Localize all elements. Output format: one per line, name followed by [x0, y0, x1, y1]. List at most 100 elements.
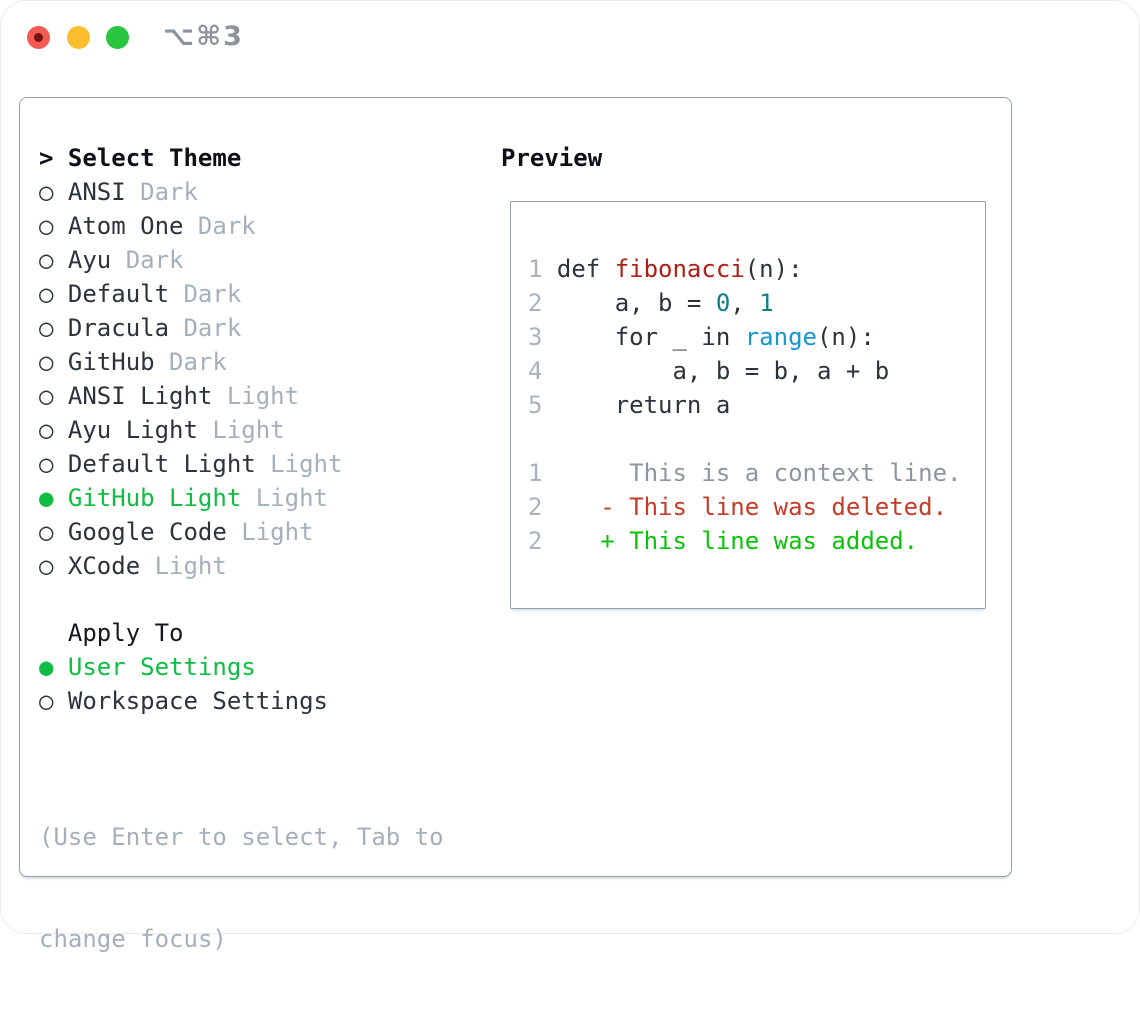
spacer [39, 616, 68, 650]
diff-line-deleted: 2 - This line was deleted. [528, 490, 961, 524]
theme-option-ansi-dark[interactable]: ○ ANSI Dark [39, 175, 342, 209]
apply-option-workspace-settings[interactable]: ○ Workspace Settings [39, 684, 328, 718]
radio-icon: ● [39, 484, 54, 512]
theme-name: Default Light [67, 450, 256, 478]
code-token: (n): [744, 255, 803, 283]
theme-name: Ayu [67, 246, 112, 274]
theme-name: Ayu Light [67, 416, 198, 444]
theme-variant-tag: Dark [125, 246, 184, 274]
theme-option-dracula-dark[interactable]: ○ Dracula Dark [39, 311, 342, 345]
zoom-button[interactable] [106, 26, 129, 49]
radio-icon: ○ [39, 450, 54, 478]
theme-variant-tag: Dark [169, 348, 227, 376]
radio-icon: ○ [39, 280, 54, 308]
apply-option-name: User Settings [67, 653, 256, 681]
code-token: - This line was deleted. [556, 493, 948, 521]
theme-option-ayu-light-light[interactable]: ○ Ayu Light Light [39, 413, 342, 447]
prompt-caret-icon: > [39, 144, 54, 172]
code-token: for _ in [556, 323, 745, 351]
code-line: 2 a, b = 0, 1 [528, 286, 961, 320]
code-token: This is a context line. [556, 459, 962, 487]
radio-icon: ○ [39, 314, 54, 342]
diff-line-added: 2 + This line was added. [528, 524, 961, 558]
theme-variant-tag: Light [154, 552, 227, 580]
theme-variant-tag: Dark [183, 280, 242, 308]
theme-variant-tag: Light [270, 450, 343, 478]
theme-option-github-light-light[interactable]: ● GitHub Light Light [39, 481, 342, 515]
radio-icon: ○ [39, 552, 54, 580]
code-token: a, b = [556, 289, 716, 317]
line-number: 2 [528, 527, 543, 555]
titlebar: ⌥⌘3 [0, 0, 1140, 76]
code-token: 1 [759, 289, 774, 317]
unsaved-changes-dot-icon [34, 33, 43, 42]
theme-name: ANSI [67, 178, 126, 206]
theme-variant-tag: Light [255, 484, 328, 512]
radio-icon: ○ [39, 246, 54, 274]
theme-variant-tag: Light [226, 382, 300, 410]
code-line: 4 a, b = b, a + b [528, 354, 961, 388]
theme-option-default-dark[interactable]: ○ Default Dark [39, 277, 342, 311]
diff-line-context: 1 This is a context line. [528, 456, 961, 490]
code-token: , [730, 289, 760, 317]
hint-line: change focus) [39, 925, 227, 953]
apply-option-user-settings[interactable]: ● User Settings [39, 650, 328, 684]
code-token: fibonacci [614, 255, 745, 283]
preview-heading: Preview [501, 144, 603, 172]
theme-variant-tag: Dark [183, 314, 242, 342]
hint-text: (Use Enter to select, Tab to change focu… [39, 752, 444, 1024]
radio-icon: ● [39, 653, 54, 681]
theme-name: Atom One [67, 212, 184, 240]
theme-name: ANSI Light [67, 382, 213, 410]
radio-icon: ○ [39, 416, 54, 444]
code-token: + This line was added. [556, 527, 919, 555]
apply-to-section: Apply To ● User Settings ○ Workspace Setting… [39, 616, 328, 718]
select-theme-label: Select Theme [67, 144, 242, 172]
minimize-button[interactable] [67, 26, 90, 49]
apply-option-name: Workspace Settings [67, 687, 328, 715]
select-theme-header: > Select Theme [39, 141, 342, 175]
apply-to-header: Apply To [39, 616, 328, 650]
theme-variant-tag: Light [212, 416, 285, 444]
blank-line [528, 422, 961, 456]
apply-to-label: Apply To [67, 619, 184, 647]
radio-icon: ○ [39, 212, 54, 240]
line-number: 1 [528, 255, 543, 283]
line-number: 2 [528, 493, 543, 521]
code-token: range [744, 323, 817, 351]
radio-icon: ○ [39, 687, 54, 715]
theme-variant-tag: Dark [140, 178, 198, 206]
line-number: 3 [528, 323, 543, 351]
line-number: 5 [528, 391, 543, 419]
line-number: 1 [528, 459, 543, 487]
code-line: 3 for _ in range(n): [528, 320, 961, 354]
theme-variant-tag: Light [241, 518, 314, 546]
theme-option-ayu-dark[interactable]: ○ Ayu Dark [39, 243, 342, 277]
radio-icon: ○ [39, 178, 54, 206]
radio-icon: ○ [39, 348, 54, 376]
theme-option-default-light-light[interactable]: ○ Default Light Light [39, 447, 342, 481]
close-button[interactable] [27, 26, 50, 49]
code-token: (n): [816, 323, 875, 351]
theme-name: Google Code [67, 518, 227, 546]
line-number: 4 [528, 357, 543, 385]
theme-name: Dracula [67, 314, 170, 342]
hint-line: (Use Enter to select, Tab to [39, 823, 444, 851]
line-number: 2 [528, 289, 543, 317]
code-token: a, b = b, a + b [556, 357, 890, 385]
code-token: return a [556, 391, 731, 419]
code-line: 5 return a [528, 388, 961, 422]
theme-name: Default [67, 280, 170, 308]
theme-name: GitHub Light [67, 484, 242, 512]
